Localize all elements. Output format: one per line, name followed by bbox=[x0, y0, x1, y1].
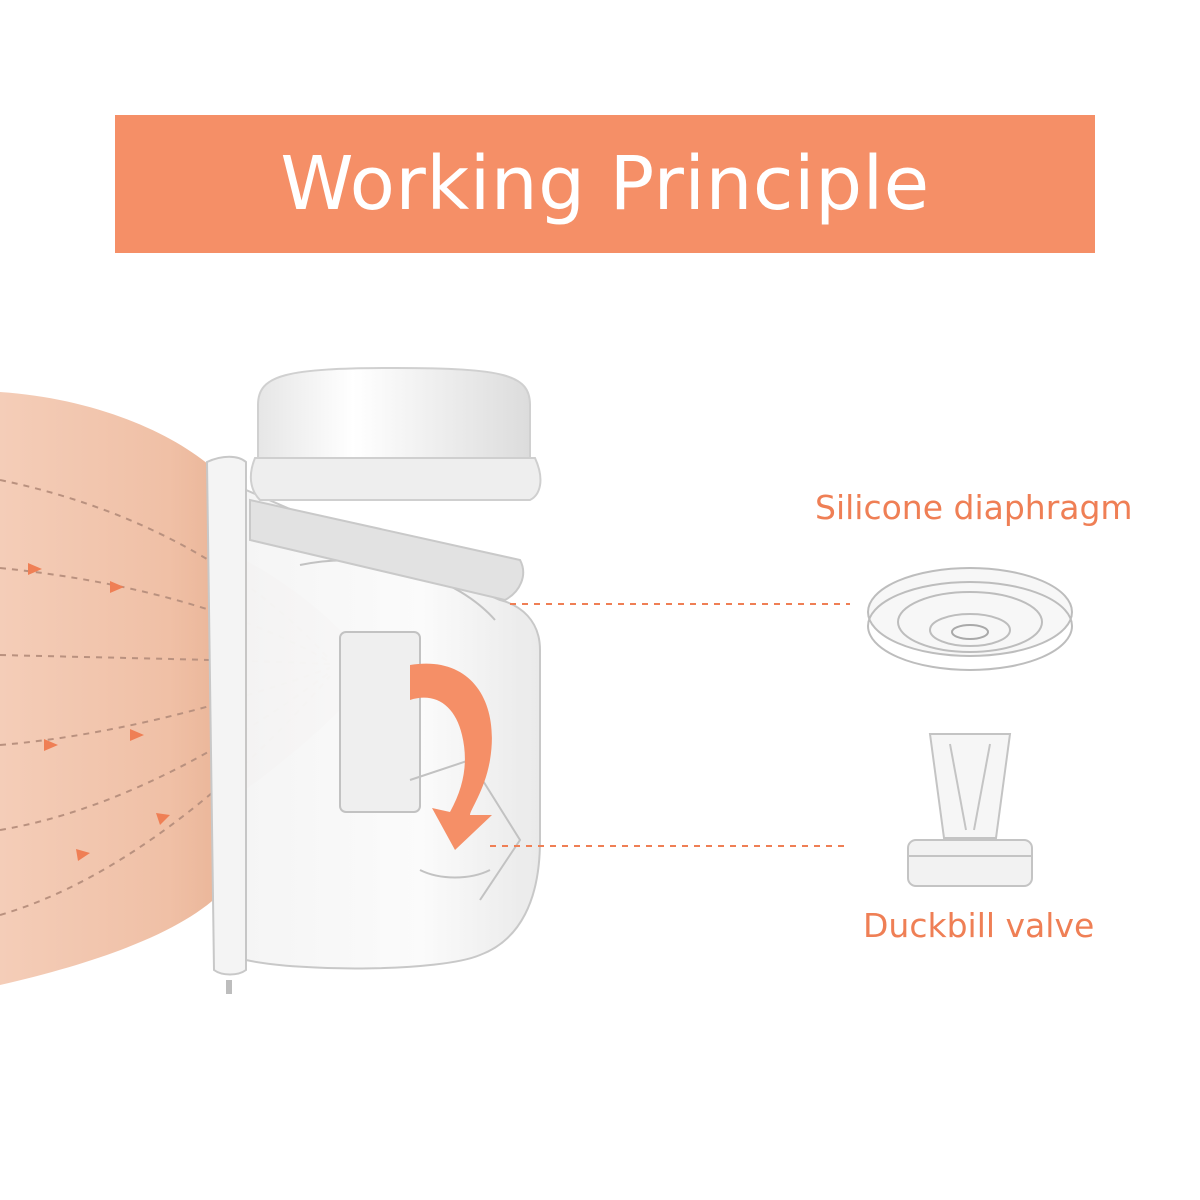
silicone-diaphragm-icon bbox=[868, 568, 1072, 670]
breast-shape bbox=[0, 392, 240, 985]
silicone-diaphragm-label: Silicone diaphragm bbox=[815, 488, 1133, 527]
flange-tab bbox=[226, 980, 232, 994]
flange-rim bbox=[207, 457, 246, 975]
title-banner: Working Principle bbox=[115, 115, 1095, 253]
page-title: Working Principle bbox=[280, 147, 929, 221]
duckbill-valve-icon bbox=[908, 734, 1032, 886]
duckbill-valve-label: Duckbill valve bbox=[863, 906, 1094, 945]
